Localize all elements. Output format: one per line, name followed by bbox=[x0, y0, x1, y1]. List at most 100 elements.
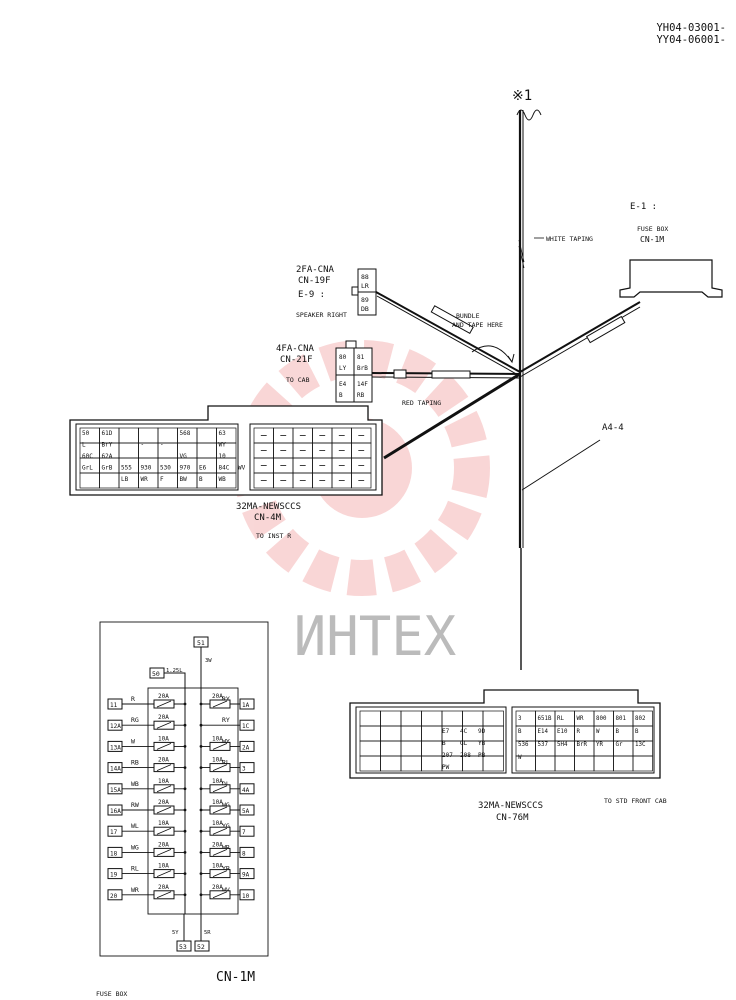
fuse-terminal-label: 3 bbox=[242, 766, 246, 773]
cn21f-cell: BrB bbox=[357, 365, 368, 372]
fuse-link bbox=[212, 700, 228, 708]
fuse-terminal-label: 15A bbox=[110, 787, 121, 794]
connector-cell-label: L bbox=[82, 442, 86, 449]
connector-cell bbox=[351, 472, 372, 489]
cn4m-type: 32MA-NEWSCCS bbox=[236, 502, 301, 512]
fuse-junction bbox=[183, 723, 187, 727]
fuse-terminal-label: 9A bbox=[242, 872, 250, 879]
fuse-wire-color: W bbox=[131, 737, 135, 745]
fuse-junction bbox=[183, 829, 187, 833]
fuse-link bbox=[212, 743, 228, 750]
fuse-junction bbox=[183, 808, 187, 812]
cn76m-type: 32MA-NEWSCCS bbox=[478, 801, 543, 811]
fuse-rating: 10A bbox=[158, 863, 169, 870]
connector-cell-label: WB bbox=[219, 476, 227, 483]
connector-cell-label: 62A bbox=[102, 453, 113, 460]
cn21f-code: CN-21F bbox=[280, 355, 313, 365]
fuse-right-column: 1ARY20A1CRY2AWY10A3RL10A4ADL10A5AWG10A7Y… bbox=[199, 693, 255, 901]
connector-cell-label: BW bbox=[180, 476, 188, 483]
connector-cell-label: 50 bbox=[82, 430, 90, 437]
fuse-link bbox=[212, 870, 228, 877]
fuse-rating: 10A bbox=[212, 820, 223, 827]
cn19f-cell: 88 bbox=[361, 273, 369, 281]
connector-cell-label: PW bbox=[442, 764, 450, 771]
fuse-wire-color: WV bbox=[222, 886, 230, 894]
fuse-rating: 10A bbox=[212, 757, 223, 764]
fuse-wire-color: WL bbox=[131, 822, 139, 830]
fuse-box-top-code: CN-1M bbox=[640, 235, 664, 244]
connector-cell-label: 537 bbox=[538, 742, 549, 748]
fuse-wire-color: RL bbox=[222, 759, 230, 767]
connector-cell-label: 802 bbox=[635, 716, 645, 722]
cn19f-label: SPEAKER RIGHT bbox=[296, 311, 347, 319]
connector-cell-label: 970 bbox=[180, 465, 191, 472]
connector-cell-label: 208 bbox=[460, 752, 471, 759]
fuse-rating: 20A bbox=[158, 884, 169, 891]
connector-cell-label: PB bbox=[478, 752, 486, 759]
connector-cell-label: B bbox=[199, 476, 203, 483]
fuse-link bbox=[156, 849, 172, 856]
fuse-bottom-terminal: 52 bbox=[197, 943, 205, 951]
fuse-link bbox=[156, 785, 172, 793]
fuse-terminal-label: 18 bbox=[110, 850, 118, 857]
fuse-rating: 20A bbox=[212, 884, 223, 891]
cn19f-id: E-9 : bbox=[298, 290, 325, 300]
fuse-link bbox=[156, 827, 172, 835]
fuse-rating: 20A bbox=[158, 714, 169, 721]
connector-cell-label: 3 bbox=[518, 716, 522, 722]
connector-cell-label: B bbox=[442, 740, 446, 747]
connector-cell-label: WR bbox=[577, 716, 584, 722]
connector-cell-label: - bbox=[160, 442, 164, 449]
connector-cell-label: B bbox=[616, 729, 620, 735]
fuse-link bbox=[212, 806, 228, 814]
fuse-junction bbox=[199, 872, 203, 875]
fuse-terminal-label: 16A bbox=[110, 808, 121, 815]
connector-cell-label: 9D bbox=[478, 728, 486, 735]
fuse-top-terminal: 51 bbox=[197, 639, 205, 647]
connector-cell-label: VG bbox=[180, 453, 188, 460]
connector-cell-label: 10 bbox=[219, 453, 227, 460]
fuse-rating: 20A bbox=[212, 841, 223, 848]
connector-cell-label: E6 bbox=[199, 465, 207, 472]
connector-cell-label: 568 bbox=[180, 430, 191, 437]
cn21f-label: TO CAB bbox=[286, 376, 310, 384]
doc-code-2: YY04-06001- bbox=[656, 34, 726, 46]
document-codes: YH04-03001- YY04-06001- bbox=[656, 22, 726, 46]
connector-cell-label: 84C bbox=[219, 465, 230, 472]
connector-cell-label: 5H4 bbox=[557, 742, 568, 748]
connector-cell-label: Gr bbox=[616, 742, 623, 748]
fuse-junction bbox=[183, 766, 187, 769]
connector-cell-label: - bbox=[141, 442, 145, 449]
connector-cell bbox=[632, 755, 653, 772]
fuse-rating: 10A bbox=[212, 778, 223, 785]
fuse-terminal-label: 5A bbox=[242, 808, 250, 815]
connector-cell-label: BrY bbox=[102, 442, 113, 449]
connector-cell-label: E7 bbox=[442, 728, 450, 735]
connector-cell-label: 651B bbox=[538, 716, 552, 722]
fuse-link bbox=[156, 806, 172, 814]
connector-cell-label: 530 bbox=[160, 465, 171, 472]
connector-cell-label: 63 bbox=[219, 430, 227, 437]
fuse-junction bbox=[199, 787, 203, 791]
connector-cell-label: 4C bbox=[460, 728, 468, 735]
fuse-link bbox=[212, 849, 228, 856]
cn19f-type: 2FA-CNA bbox=[296, 265, 335, 275]
connector-cell-label: RL bbox=[557, 716, 564, 722]
connector-cell-label: BrR bbox=[577, 742, 588, 748]
fuse-junction bbox=[183, 787, 187, 791]
connector-cn19f: 2FA-CNA CN-19F E-9 : SPEAKER RIGHT 88 LR… bbox=[296, 265, 377, 319]
connector-cell-label: GrB bbox=[102, 465, 113, 472]
fuse-bottom-wire: 5Y bbox=[172, 930, 179, 936]
white-taping-label: WHITE TAPING bbox=[546, 235, 593, 243]
fuse-rating: 20A bbox=[158, 799, 169, 806]
fuse-junction bbox=[183, 745, 187, 748]
cn21f-cell: E4 bbox=[339, 381, 347, 388]
connector-cell-label: 930 bbox=[141, 465, 152, 472]
cn4m-label: TO INST R bbox=[256, 532, 291, 540]
fuse-box-title: CN-1M bbox=[216, 970, 255, 985]
fuse-wire-color: RL bbox=[131, 865, 139, 873]
fuse-wire-color: WY bbox=[222, 737, 230, 745]
